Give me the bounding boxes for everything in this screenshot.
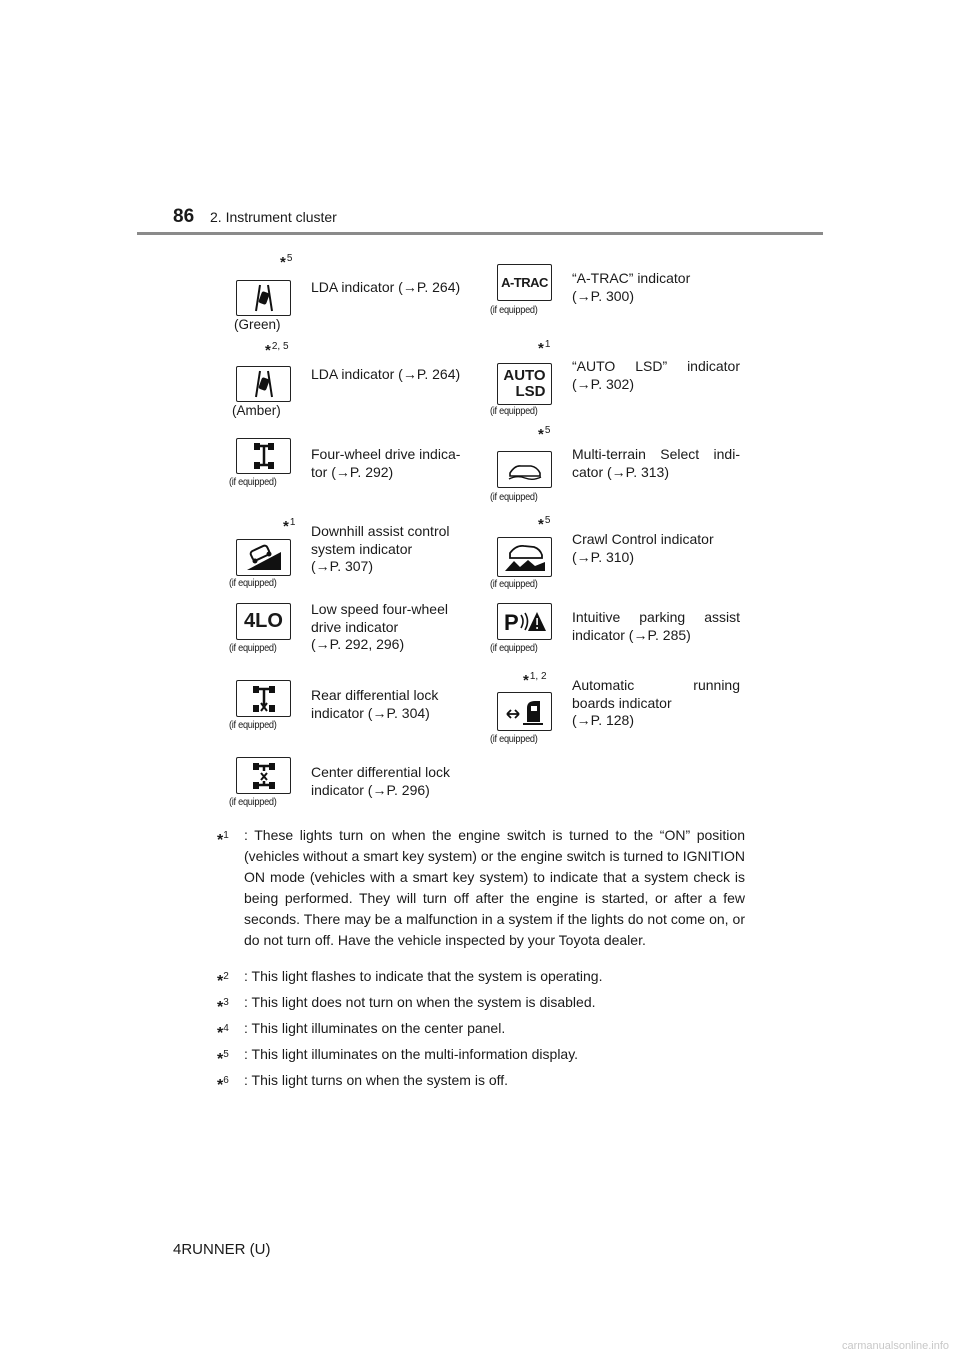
- running-boards-icon: [497, 692, 552, 731]
- icon-caption: (if equipped): [490, 734, 538, 745]
- indicator-description: LDA indicator (→P. 264): [311, 366, 461, 382]
- a-trac-icon: A-TRAC: [497, 264, 552, 301]
- asterisk-note: *1: [538, 339, 551, 357]
- parking-assist-icon: P: [497, 603, 552, 640]
- indicator-description: LDA indicator (→P. 264): [311, 279, 461, 295]
- footnote: *3 : This light does not turn on when th…: [217, 994, 596, 1016]
- icon-caption: (if equipped): [229, 720, 277, 731]
- four-lo-icon: 4LO: [236, 603, 291, 640]
- icon-caption: (if equipped): [490, 579, 538, 590]
- asterisk-note: *1: [283, 517, 296, 535]
- lane-departure-icon: [236, 366, 291, 402]
- icon-caption: (if equipped): [229, 797, 277, 808]
- indicator-description: “AUTO LSD” indicator(→P. 302): [572, 358, 740, 392]
- lane-departure-icon: [236, 280, 291, 316]
- icon-caption: (if equipped): [229, 477, 277, 488]
- downhill-assist-icon: [236, 539, 291, 576]
- asterisk-note: *1, 2: [523, 671, 547, 689]
- icon-caption: (if equipped): [229, 578, 277, 589]
- indicator-description: Crawl Control indicator(→P. 310): [572, 531, 714, 565]
- header-rule: [137, 232, 823, 235]
- page-number: 86: [173, 206, 195, 227]
- indicator-description: Multi-terrain Select indi-cator (→P. 313…: [572, 446, 740, 480]
- icon-caption: (if equipped): [229, 643, 277, 654]
- svg-text:P: P: [504, 610, 519, 635]
- icon-caption: (if equipped): [490, 643, 538, 654]
- asterisk-note: *5: [538, 515, 551, 533]
- icon-caption: (Amber): [232, 403, 281, 418]
- footnote: *1 : These lights turn on when the engin…: [217, 827, 745, 948]
- section-title: 2. Instrument cluster: [210, 209, 337, 225]
- indicator-description: Four-wheel drive indica-tor (→P. 292): [311, 446, 461, 480]
- icon-caption: (if equipped): [490, 305, 538, 316]
- indicator-description: “A-TRAC” indicator(→P. 300): [572, 270, 691, 304]
- four-wheel-drive-icon: [236, 438, 291, 474]
- multi-terrain-icon: [497, 451, 552, 488]
- rear-diff-lock-icon: [236, 680, 291, 717]
- footnote: *2 : This light flashes to indicate that…: [217, 968, 603, 990]
- watermark: carmanualsonline.info: [841, 1340, 949, 1352]
- footnote: *6 : This light turns on when the system…: [217, 1072, 509, 1094]
- model-footer: 4RUNNER (U): [173, 1241, 271, 1258]
- asterisk-note: *5: [280, 253, 293, 271]
- crawl-control-icon: [497, 537, 552, 577]
- footnote: *4 : This light illuminates on the cente…: [217, 1020, 506, 1042]
- asterisk-note: *2, 5: [265, 341, 289, 359]
- center-diff-lock-icon: [236, 757, 291, 794]
- asterisk-note: *5: [538, 425, 551, 443]
- icon-caption: (if equipped): [490, 406, 538, 417]
- icon-caption: (if equipped): [490, 492, 538, 503]
- footnote: *5 : This light illuminates on the multi…: [217, 1046, 579, 1068]
- icon-caption: (Green): [234, 317, 281, 332]
